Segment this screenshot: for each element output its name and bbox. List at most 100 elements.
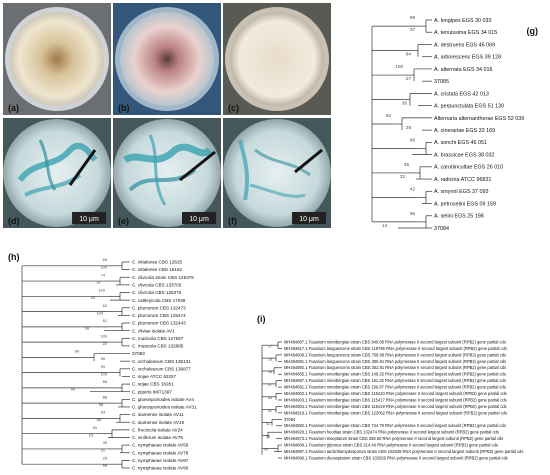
taxon-label: MH484891.1 Fusarium nirenbergiae strain … bbox=[284, 385, 506, 390]
taxon-label: C. cliviae isolate AV1 bbox=[132, 328, 175, 333]
taxon-label: MH484867.1 Fusarium nirenbergiae strain … bbox=[284, 378, 506, 383]
taxon-label: C. musicola CBS 127557 bbox=[132, 336, 184, 341]
taxon-label: MH484873.1 Fusarium triseptatum strain C… bbox=[284, 436, 503, 441]
taxon-label: A. radicina ATCC 96831 bbox=[434, 177, 491, 183]
panel-label-d: (d) bbox=[8, 216, 20, 226]
panel-c: (c) bbox=[223, 3, 331, 115]
taxon-label: C. gloeosporioides isolate AV4 bbox=[132, 397, 194, 402]
support-value: 44 bbox=[91, 295, 96, 300]
taxon-label: A. arborescens EGS 39 128 bbox=[434, 55, 501, 61]
scale-bar-e: 10 μm bbox=[189, 216, 209, 223]
support-value: 32 bbox=[400, 174, 406, 179]
taxon-label: C. clivicola strain CBS 125375 bbox=[132, 275, 194, 280]
support-value: 93 bbox=[101, 410, 105, 415]
support-value: 99 bbox=[93, 425, 97, 430]
support-value: 37 bbox=[268, 344, 272, 348]
panel-b: (b) bbox=[113, 3, 221, 115]
taxon-label: MH484904.1 Fusarium nirenbergiae strain … bbox=[284, 404, 507, 409]
taxon-label: C. musicola CBS 132885 bbox=[132, 344, 184, 349]
support-value: 94 bbox=[71, 387, 76, 392]
support-value: 98 bbox=[266, 435, 270, 439]
panel-label-e: (e) bbox=[118, 216, 129, 226]
taxon-label: A. brassicae EGS 38 032 bbox=[434, 152, 495, 158]
taxon-label: C. nymphaeae isolate AV90 bbox=[132, 466, 189, 471]
taxon-label: C. clivicola CBS 133705 bbox=[132, 282, 182, 287]
taxon-label: C. gloeosporioides isolate AV31 bbox=[132, 405, 197, 410]
support-value: 100 bbox=[100, 371, 107, 376]
support-value: 96 bbox=[410, 211, 416, 216]
taxon-label: C. nymphaeae isolate AV59 bbox=[132, 443, 189, 448]
support-value: 56 bbox=[103, 379, 107, 384]
taxon-label: C. nymphaeae isolate AV78 bbox=[132, 450, 189, 455]
tree-i: MH484887.1 Fusarium nirenbergiae strain … bbox=[261, 339, 523, 460]
panel-e: 10 μm (e) bbox=[113, 118, 221, 228]
support-value: 28 bbox=[268, 357, 272, 361]
support-value: 36 bbox=[402, 101, 408, 106]
support-value: 63 bbox=[268, 396, 272, 400]
taxon-label: A. alternata EGS 34 016 bbox=[434, 67, 492, 73]
taxon-label: A. selini EGS 25 198 bbox=[434, 214, 484, 220]
support-value: 28 bbox=[406, 125, 412, 130]
taxon-label: C. sojae ATCC 62257 bbox=[132, 374, 177, 379]
panel-label-f: (f) bbox=[228, 216, 237, 226]
taxon-label: 37084 bbox=[284, 417, 296, 422]
taxon-label: C. orchidearum CBS 136877 bbox=[132, 366, 191, 371]
support-value: 27 bbox=[406, 76, 412, 81]
support-value: 100 bbox=[100, 333, 107, 338]
taxon-label: MH484903.1 Fusarium nirenbergiae strain … bbox=[284, 397, 507, 402]
support-value: 47 bbox=[268, 383, 272, 387]
taxon-label: MH484891.1 Fusarium languescens strain C… bbox=[284, 359, 506, 364]
taxon-label: A. cristata EGS 42 013 bbox=[434, 91, 489, 97]
support-value: 31 bbox=[101, 448, 105, 453]
taxon-label: MH484929.1 Fusarium hoodiae strain CBS 1… bbox=[284, 430, 499, 435]
taxon-label: C. plumorum CBS 125474 bbox=[132, 313, 186, 318]
support-value: 66 bbox=[103, 257, 107, 262]
tree-h: C. vittalense CBS 12625 C. vittalense CBS… bbox=[21, 257, 197, 471]
taxon-label: C. clivicola CBS 125375 bbox=[132, 290, 182, 295]
support-value: 22 bbox=[103, 341, 107, 346]
scale-bar-d: 10 μm bbox=[79, 216, 99, 223]
support-value: 66 bbox=[97, 417, 101, 422]
taxon-label: C. sojae CBS 18281 bbox=[132, 382, 174, 387]
support-value: 100 bbox=[100, 265, 107, 270]
support-value: 98 bbox=[99, 402, 103, 407]
scale-bar-f: 10 μm bbox=[299, 216, 319, 223]
support-value: 99 bbox=[101, 364, 105, 369]
taxon-label: C. nymphaeae isolate AV87 bbox=[132, 458, 189, 463]
taxon-label: MH484882.1 Fusarium nirenbergiae strain … bbox=[284, 423, 506, 428]
taxon-label: C. plumorum CBS 132473 bbox=[132, 305, 186, 310]
support-value: 99 bbox=[410, 15, 416, 20]
taxon-label: C. siamense isolate AV11 bbox=[132, 412, 184, 417]
taxon-label: MH484887.1 Fusarium nirenbergiae strain … bbox=[284, 339, 506, 344]
taxon-label: A. perpunctulata EGS 51 130 bbox=[434, 104, 504, 110]
taxon-label: MH484869.1 Fusarium glycines strain CBS … bbox=[284, 443, 498, 448]
panel-label-i: (i) bbox=[257, 314, 266, 324]
support-value: 86 bbox=[410, 137, 416, 142]
support-value: 95 bbox=[264, 448, 268, 452]
taxon-label: C. piperis IMI71397 bbox=[132, 389, 172, 394]
taxon-label: MH484896.1 Fusarium duoseptatum strain C… bbox=[284, 455, 508, 460]
taxon-label: A. sonchi EGS 46 051 bbox=[434, 140, 487, 146]
taxon-label: C. vittalense CBS 12625 bbox=[132, 260, 182, 265]
support-value: 74 bbox=[101, 272, 106, 277]
taxon-label: MH484817.1 Fusarium languescens strain C… bbox=[284, 346, 507, 351]
taxon-label: MH484897.1 Fusarium tardichlamydosporum … bbox=[284, 449, 523, 454]
support-value: 62 bbox=[268, 409, 272, 413]
support-value: 100 bbox=[98, 288, 105, 293]
taxon-label: C. fructicola isolate AV24 bbox=[132, 427, 183, 432]
support-value: 23 bbox=[89, 432, 93, 437]
support-value: 37 bbox=[410, 27, 416, 32]
taxon-label: C. viniferum isolate AV76 bbox=[132, 435, 183, 440]
support-value: 25 bbox=[103, 455, 108, 460]
taxon-label: MH484809.1 Fusarium languescens strain C… bbox=[284, 352, 506, 357]
taxon-label: MH484902.1 Fusarium nirenbergiae strain … bbox=[284, 391, 507, 396]
support-value: 13 bbox=[382, 223, 388, 228]
taxon-label: Alternaria alternantherae EGS 52 039 bbox=[434, 116, 524, 122]
taxon-label: C. vittalense CBS 18162 bbox=[132, 267, 182, 272]
panel-label-g: (g) bbox=[527, 26, 539, 36]
taxon-label: A. tenuissima EGS 34 015 bbox=[434, 30, 497, 36]
panel-d: 10 μm (d) bbox=[3, 118, 111, 228]
